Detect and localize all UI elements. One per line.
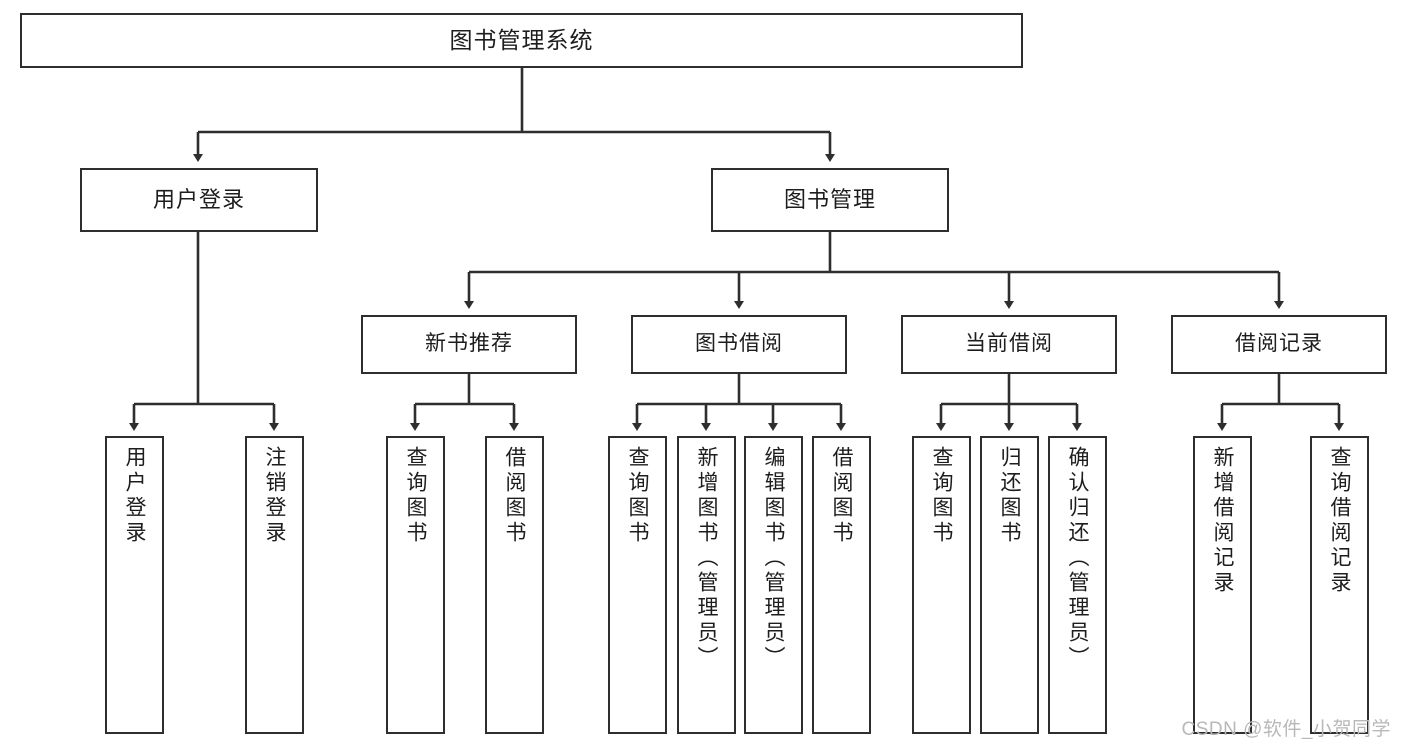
node-borrow-record[interactable]: 借阅记录 [1171,315,1387,374]
watermark-text: CSDN @软件_小贺同学 [1181,719,1391,740]
node-current-borrow[interactable]: 当前借阅 [901,315,1117,374]
node-label: 借阅记录 [1235,332,1323,356]
leaf-confirm-return[interactable]: 确认归还（管理员） [1048,436,1107,734]
leaf-query-book-current[interactable]: 查询图书 [912,436,971,734]
node-label: 确认归还（管理员） [1066,446,1089,671]
node-label: 编辑图书（管理员） [762,446,785,671]
leaf-add-book[interactable]: 新增图书（管理员） [677,436,736,734]
node-label: 借阅图书 [503,446,526,546]
leaf-add-borrow-record[interactable]: 新增借阅记录 [1193,436,1252,734]
node-label: 新增图书（管理员） [695,446,718,671]
leaf-borrow-book-recommend[interactable]: 借阅图书 [485,436,544,734]
leaf-logout-login[interactable]: 注销登录 [245,436,304,734]
node-label: 借阅图书 [830,446,853,546]
node-label: 归还图书 [998,446,1021,546]
node-label: 图书管理 [783,187,876,213]
leaf-edit-book[interactable]: 编辑图书（管理员） [744,436,803,734]
node-label: 图书借阅 [695,332,783,356]
node-label: 用户登录 [152,187,245,213]
node-label: 图书管理系统 [449,27,594,54]
node-label: 注销登录 [263,446,286,546]
leaf-query-book-borrow[interactable]: 查询图书 [608,436,667,734]
node-label: 查询图书 [930,446,953,546]
node-label: 查询图书 [404,446,427,546]
node-label: 新书推荐 [425,332,513,356]
node-label: 新增借阅记录 [1211,446,1234,596]
node-book-borrow[interactable]: 图书借阅 [631,315,847,374]
node-label: 用户登录 [123,446,146,546]
node-book-manage[interactable]: 图书管理 [711,168,949,232]
leaf-return-book[interactable]: 归还图书 [980,436,1039,734]
node-new-book-recommend[interactable]: 新书推荐 [361,315,577,374]
node-label: 查询借阅记录 [1328,446,1351,596]
leaf-query-borrow-record[interactable]: 查询借阅记录 [1310,436,1369,734]
node-root-system[interactable]: 图书管理系统 [20,13,1023,68]
node-label: 当前借阅 [965,332,1053,356]
node-label: 查询图书 [626,446,649,546]
leaf-borrow-book[interactable]: 借阅图书 [812,436,871,734]
node-user-login[interactable]: 用户登录 [80,168,318,232]
leaf-user-login[interactable]: 用户登录 [105,436,164,734]
leaf-query-book-recommend[interactable]: 查询图书 [386,436,445,734]
